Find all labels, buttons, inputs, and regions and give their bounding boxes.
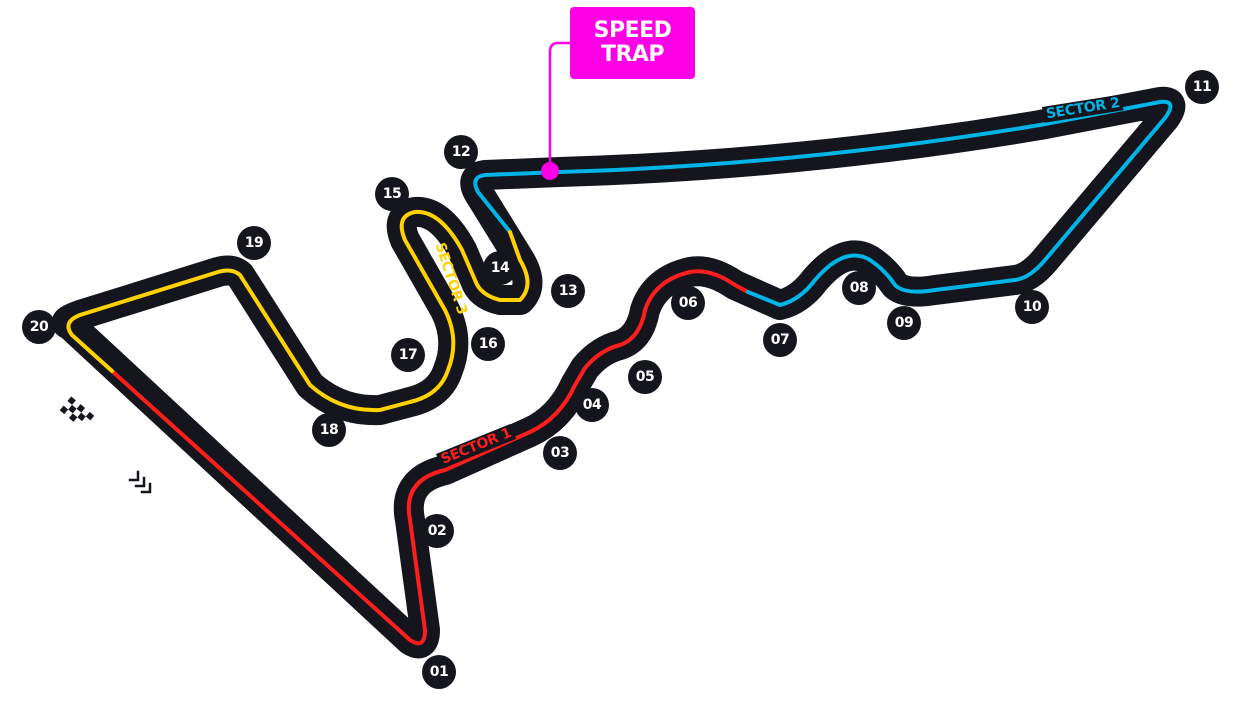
turn-marker-20[interactable]: 20 [22, 310, 56, 344]
turn-marker-14[interactable]: 14 [483, 251, 517, 285]
turn-marker-09[interactable]: 09 [887, 306, 921, 340]
turn-marker-10[interactable]: 10 [1015, 290, 1049, 324]
turn-marker-19[interactable]: 19 [237, 226, 271, 260]
turn-marker-01[interactable]: 01 [422, 655, 456, 689]
turn-marker-05[interactable]: 05 [628, 360, 662, 394]
speed-trap-label[interactable]: SPEED TRAP [570, 7, 695, 79]
turn-marker-04[interactable]: 04 [575, 388, 609, 422]
speed-trap-line1: SPEED [593, 18, 672, 43]
turn-marker-06[interactable]: 06 [671, 286, 705, 320]
turn-marker-12[interactable]: 12 [444, 135, 478, 169]
sector-1-line [110, 269, 750, 646]
turn-marker-11[interactable]: 11 [1185, 70, 1219, 104]
speed-trap-line2: TRAP [600, 42, 665, 67]
sector-2-line [473, 99, 1173, 307]
sector-3-line [66, 209, 530, 413]
turn-marker-03[interactable]: 03 [543, 436, 577, 470]
turn-marker-13[interactable]: 13 [551, 274, 585, 308]
turn-marker-18[interactable]: 18 [312, 413, 346, 447]
turn-marker-16[interactable]: 16 [471, 327, 505, 361]
speed-trap-marker [541, 162, 559, 180]
speed-trap-connector [548, 41, 570, 170]
track-base [51, 86, 1186, 659]
turn-marker-07[interactable]: 07 [763, 323, 797, 357]
turn-marker-08[interactable]: 08 [842, 271, 876, 305]
turn-marker-02[interactable]: 02 [420, 514, 454, 548]
turn-marker-15[interactable]: 15 [375, 177, 409, 211]
direction-chevron-icon [128, 470, 152, 494]
turn-marker-17[interactable]: 17 [391, 338, 425, 372]
checkered-flag-icon [59, 396, 95, 422]
